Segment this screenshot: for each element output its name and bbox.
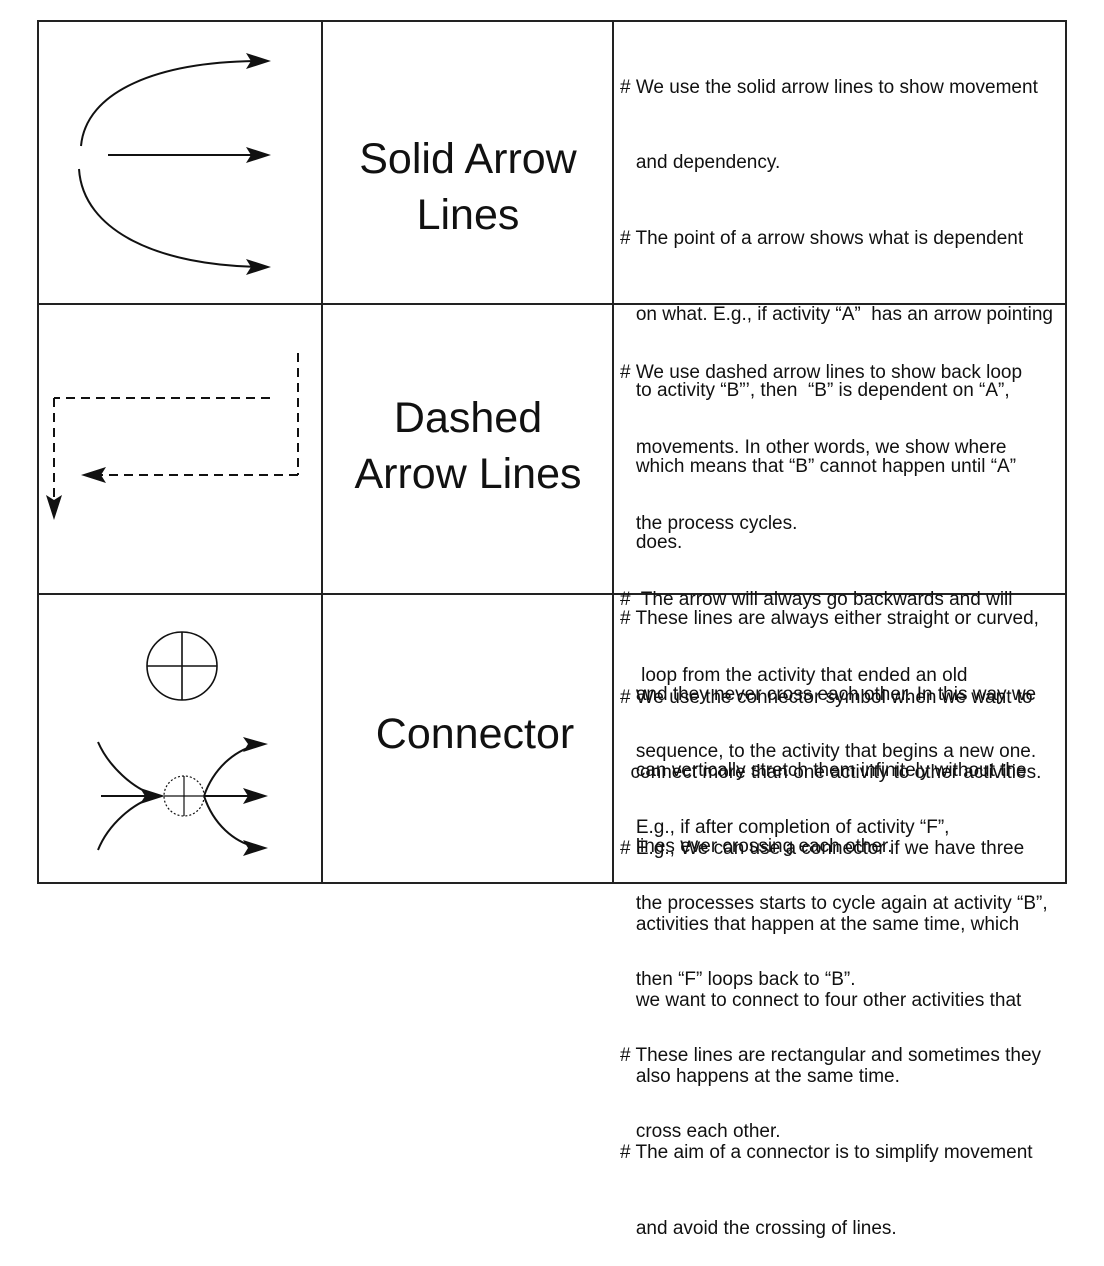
arrowhead [246, 147, 271, 163]
arrowhead [243, 788, 268, 804]
solid-arrow-lines-icon [78, 53, 271, 275]
table-border-top [37, 20, 1067, 22]
curved-arrow-line-down [78, 168, 264, 268]
arrowhead [81, 467, 106, 483]
dashed-arrow-lines-icon [46, 353, 299, 520]
connector-icon [97, 631, 268, 856]
table-border-bottom [37, 882, 1067, 884]
row-title-dashed-arrow-lines: Dashed Arrow Lines [354, 394, 582, 498]
legend-table [37, 20, 1067, 884]
arrowhead [46, 495, 62, 520]
arrowhead [243, 840, 268, 856]
connector-symbol [146, 631, 218, 701]
row-title-solid-arrow-lines: Solid Arrow Lines [359, 135, 577, 239]
table-border-right [1065, 20, 1067, 884]
arrowhead [140, 788, 165, 804]
row-description-solid-arrow-lines: # We use the solid arrow lines to show m… [620, 76, 1053, 857]
row-description-connector: # We use the connector symbol when we wa… [620, 686, 1042, 1239]
arrowhead [243, 737, 268, 752]
row-title-connector: Connector [375, 710, 575, 758]
row-divider [37, 593, 1067, 595]
column-divider [321, 20, 323, 884]
arrowhead [246, 259, 271, 275]
arrowhead [246, 53, 271, 69]
row-divider [37, 303, 1067, 305]
curved-arrow-line-up [80, 60, 264, 147]
column-divider [612, 20, 614, 884]
table-border-left [37, 20, 39, 884]
